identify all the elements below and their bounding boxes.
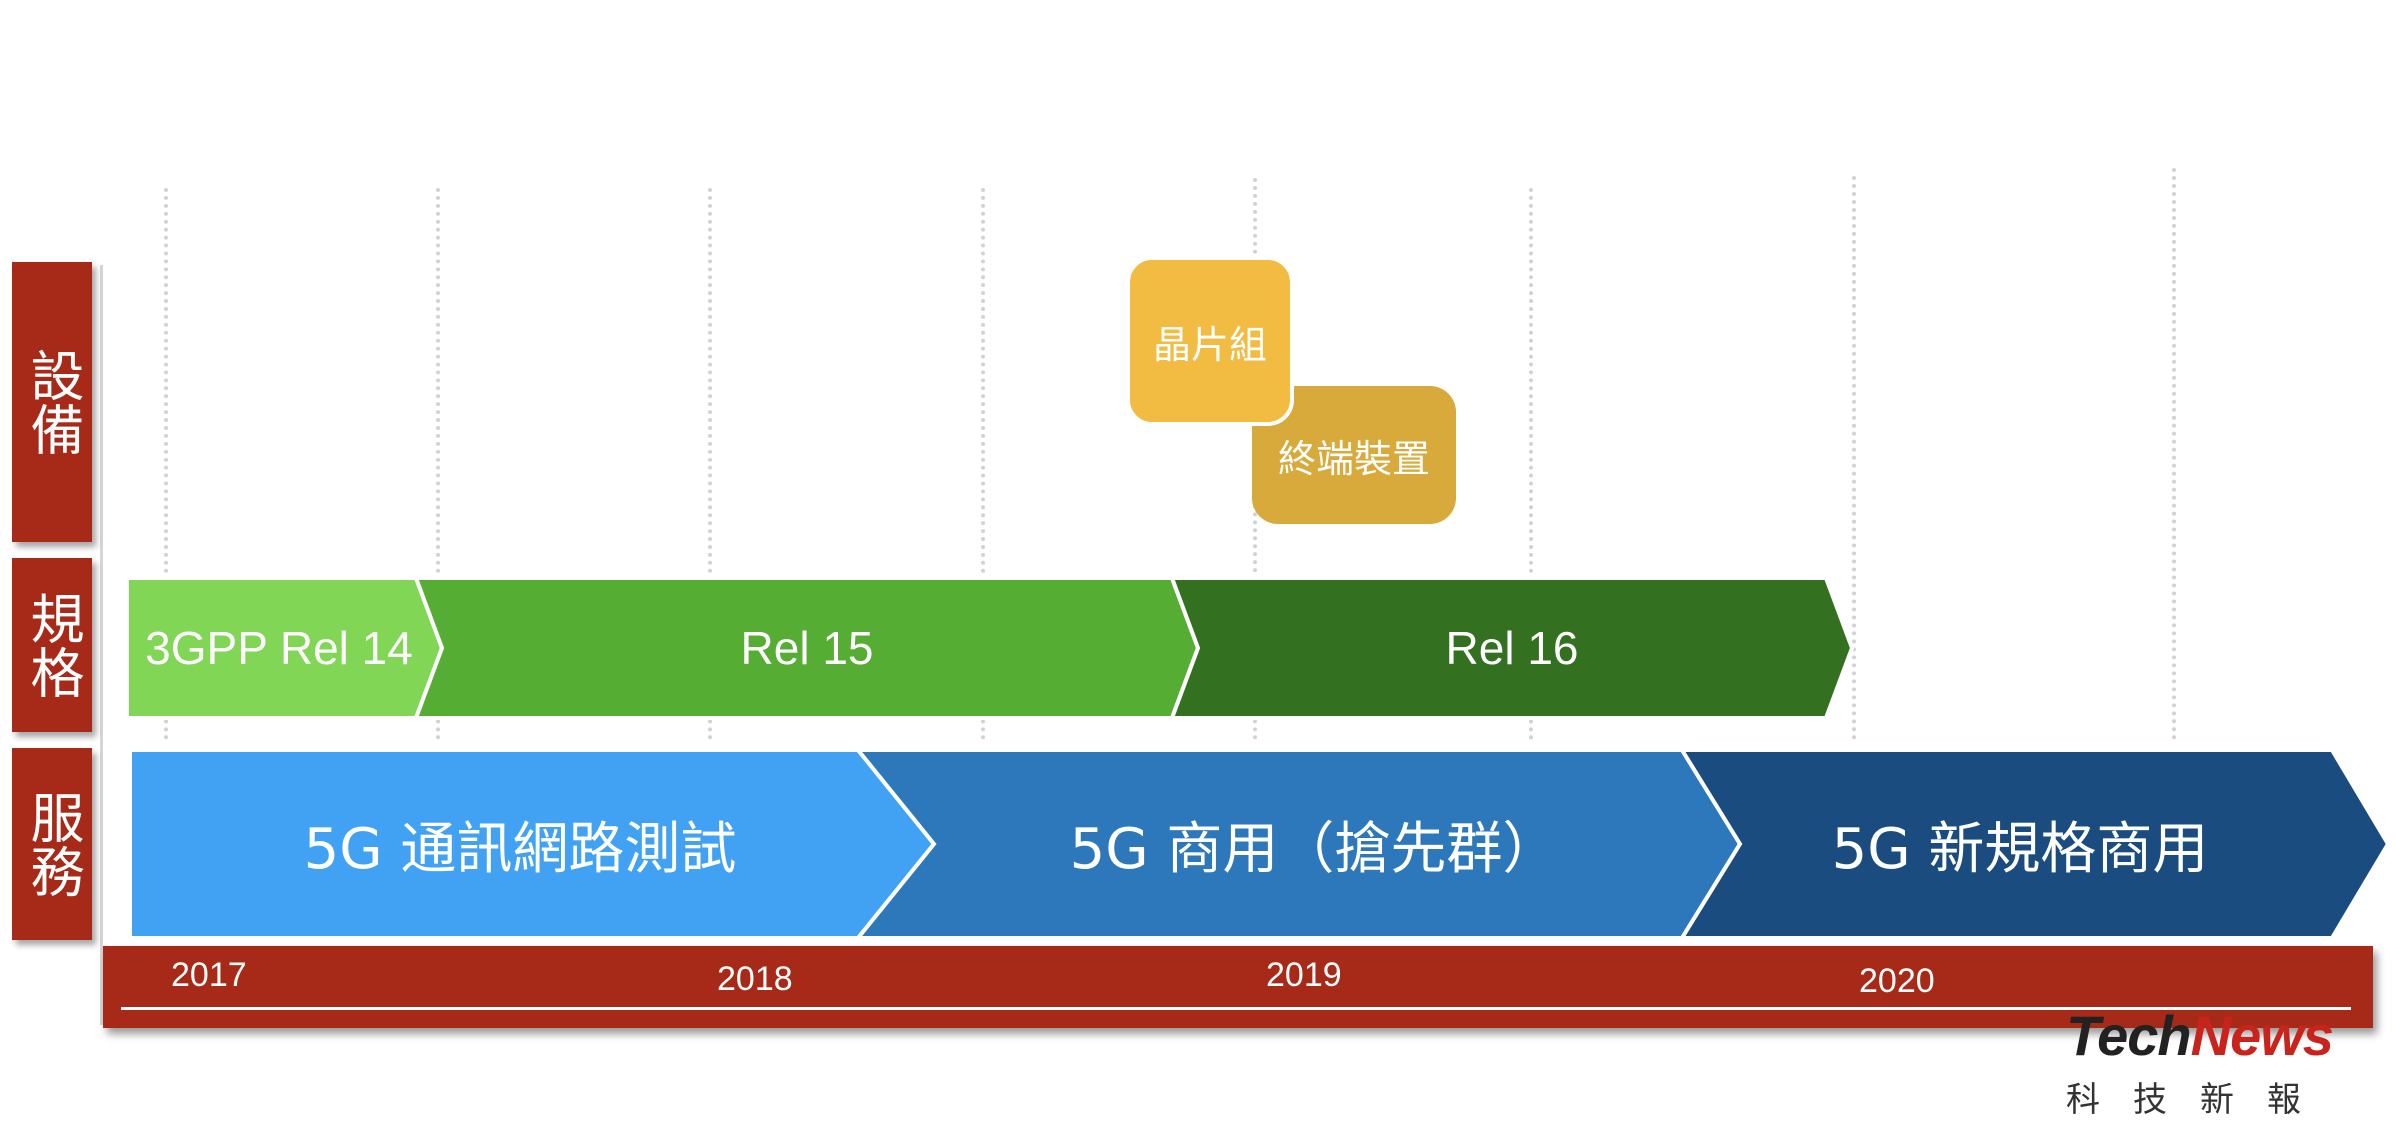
- terminal-device-label: 終端裝置: [1277, 436, 1430, 481]
- guide-line: [981, 188, 985, 740]
- logo-subtitle: 科技新報: [2066, 1080, 2334, 1120]
- spec-label-rel14: 3GPP Rel 14: [145, 622, 413, 674]
- year-label-2017: 2017: [171, 956, 247, 994]
- category-tab-services: 服務: [12, 748, 92, 940]
- guide-line: [2172, 168, 2176, 740]
- logo-wordmark: TechNews: [2066, 1008, 2350, 1064]
- timeline-line: [121, 1007, 2351, 1010]
- category-tab-specs: 規格: [12, 558, 92, 732]
- category-label-specs: 規格: [21, 591, 84, 699]
- guide-line: [436, 188, 440, 740]
- spec-arrow-rel16: [1169, 576, 1855, 720]
- service-label-trial: 5G 通訊網路測試: [303, 816, 737, 882]
- year-label-2020: 2020: [1859, 962, 1935, 1000]
- timeline-bar: 2017 2018 2019 2020: [103, 946, 2373, 1028]
- category-label-devices: 設備: [21, 348, 84, 456]
- guide-line: [1529, 188, 1533, 740]
- year-label-2018: 2018: [717, 960, 793, 998]
- logo-news-text: News: [2190, 1004, 2334, 1067]
- service-label-commercial-new-spec: 5G 新規格商用: [1831, 816, 2209, 882]
- category-label-services: 服務: [21, 790, 84, 898]
- spec-label-rel15: Rel 15: [740, 622, 874, 674]
- service-arrow-commercial-new-spec: [1678, 748, 2391, 940]
- chipset-label: 晶片組: [1152, 322, 1267, 367]
- chipset-box: 晶片組: [1126, 256, 1294, 426]
- guide-line: [1852, 176, 1856, 740]
- spec-label-rel16: Rel 16: [1445, 622, 1579, 674]
- vertical-axis-line: [100, 265, 103, 1025]
- service-label-commercial-early: 5G 商用（搶先群）: [1069, 816, 1559, 882]
- category-tab-devices: 設備: [12, 262, 92, 542]
- technews-logo: TechNews 科技新報: [2066, 1008, 2350, 1121]
- guide-line: [708, 188, 712, 740]
- year-label-2019: 2019: [1266, 956, 1342, 994]
- logo-tech-text: Tech: [2066, 1004, 2192, 1067]
- guide-line: [164, 188, 168, 740]
